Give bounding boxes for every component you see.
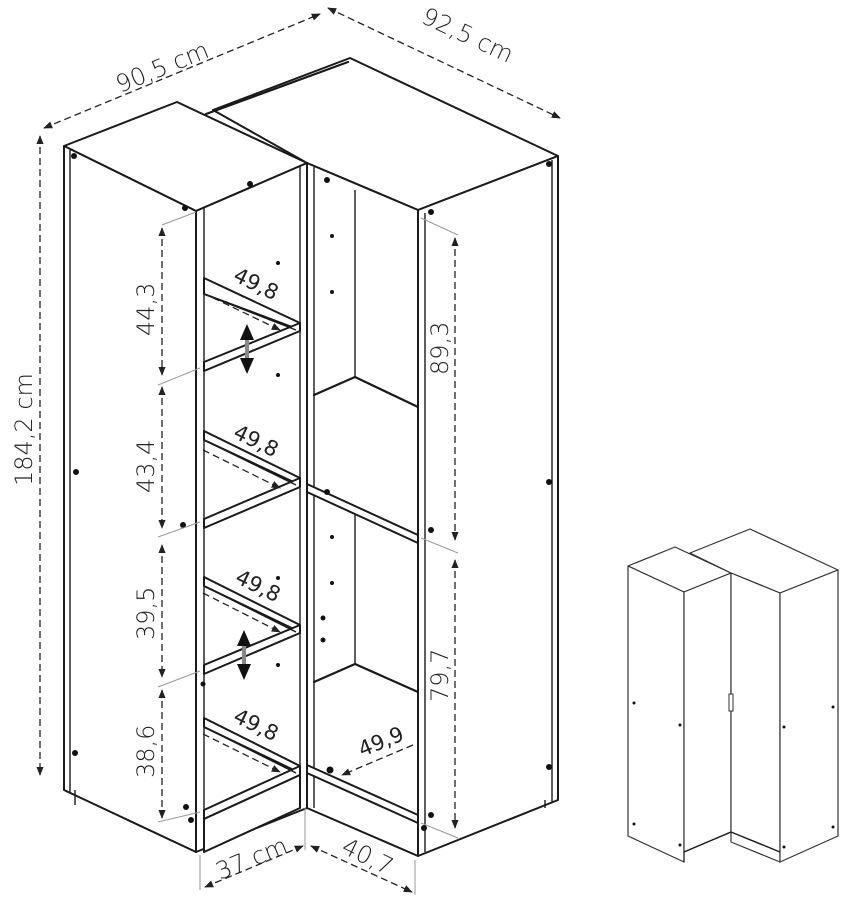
door-handle-icon	[728, 693, 734, 712]
label-shelf-spacing-3: 39,5	[132, 587, 160, 640]
thumb-right-door	[730, 572, 781, 863]
left-side-panel	[63, 145, 197, 853]
thumb-left-side	[627, 565, 685, 863]
left-shelves	[203, 277, 301, 853]
dimension-lines	[36, 7, 561, 895]
label-width-left: 90,5 cm	[112, 36, 213, 99]
label-shelf-spacing-4: 38,6	[132, 725, 160, 778]
label-width-right: 92,5 cm	[417, 2, 517, 69]
hardware-dots	[71, 153, 552, 831]
thumb-left-door	[683, 572, 732, 853]
wardrobe-thumbnail	[627, 528, 839, 863]
label-right-upper-height: 89,3	[426, 322, 454, 375]
label-right-lower-height: 79,7	[426, 649, 454, 702]
adjust-arrow-icon-upper	[240, 324, 254, 374]
label-shelf-spacing-2: 43,4	[132, 440, 160, 493]
label-shelf-spacing-1: 44,3	[132, 283, 160, 336]
thumb-right-side	[779, 569, 839, 863]
right-side-panel	[417, 155, 559, 857]
adjust-arrow-icon-lower	[237, 630, 251, 680]
wardrobe-main-view	[63, 57, 559, 857]
label-height: 184,2 cm	[10, 373, 38, 486]
